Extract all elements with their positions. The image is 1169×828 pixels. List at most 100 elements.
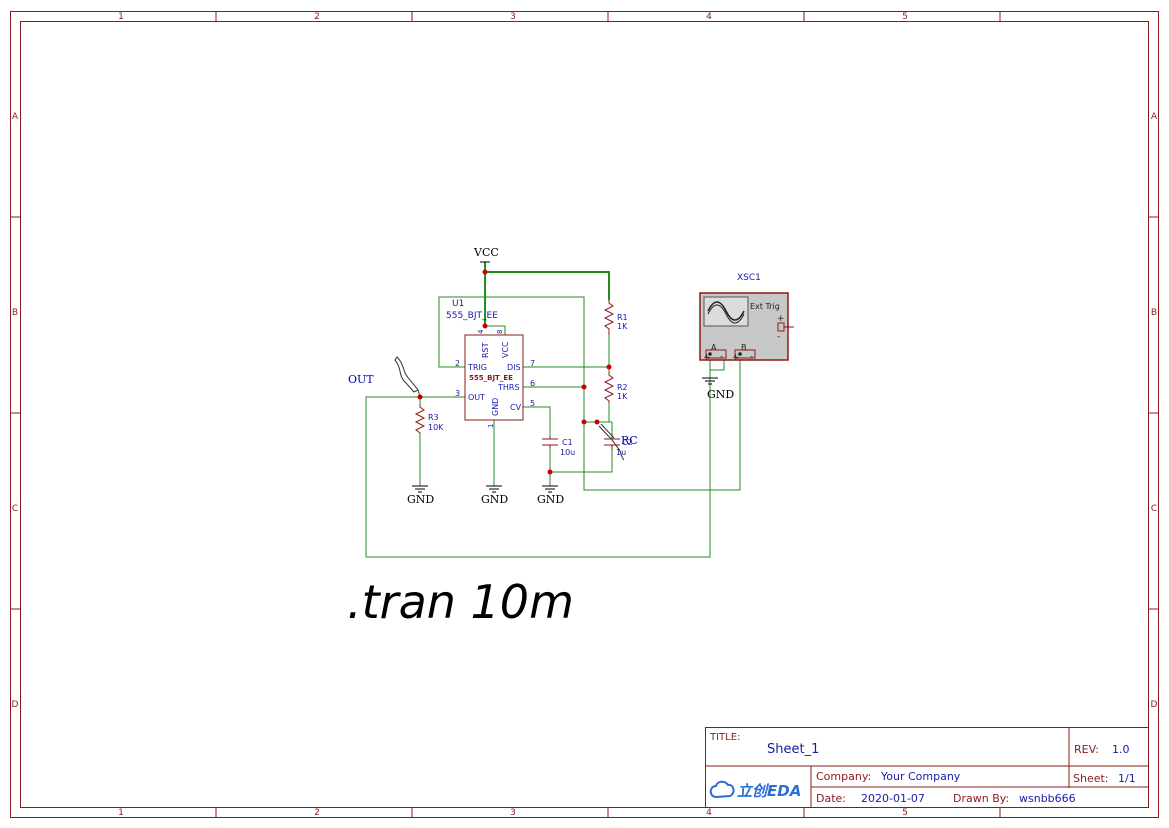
gnd-symbol-c1[interactable]: GND	[537, 485, 564, 506]
u1-pin-number-4: 4	[477, 329, 485, 334]
wire-cv[interactable]	[523, 406, 551, 436]
title-block-text: TITLE: Sheet_1 REV: 1.0 Company: Your Co…	[709, 732, 1136, 805]
junction-vcc	[482, 269, 488, 275]
title-label: TITLE:	[709, 732, 740, 743]
u1-pin-dis: DIS	[507, 363, 521, 372]
u1-pin-gnd: GND	[491, 398, 500, 416]
sheet-value[interactable]: 1/1	[1118, 772, 1136, 785]
r3-designator: R3	[428, 413, 439, 422]
row-label-a-left: A	[12, 112, 19, 122]
u1-inner-label: 555_BJT_EE	[469, 374, 513, 382]
gnd-symbol-r3[interactable]: GND	[407, 485, 434, 506]
wire-scope-gnd[interactable]	[709, 358, 725, 378]
resistor-r3[interactable]: R3 10K	[414, 404, 444, 434]
title-value[interactable]: Sheet_1	[767, 742, 819, 757]
row-label-d-right: D	[1151, 700, 1158, 710]
scope-ext-trig-label: Ext Trig	[750, 302, 780, 311]
row-label-b-left: B	[12, 308, 18, 318]
row-label-a-right: A	[1151, 112, 1158, 122]
u1-designator: U1	[452, 299, 464, 309]
eda-logo: 立创EDA	[709, 780, 801, 800]
scope-screen	[703, 296, 749, 327]
title-block	[705, 727, 1149, 808]
junction-thrs	[581, 384, 587, 390]
u1-pin-number-7: 7	[530, 359, 535, 368]
gnd-label-c1: GND	[537, 493, 564, 506]
wires	[365, 262, 741, 558]
gnd-symbol-scope[interactable]: GND	[702, 377, 734, 401]
u1-pin-cv: CV	[510, 403, 522, 412]
capacitor-c1[interactable]: C1 10u	[542, 436, 575, 457]
u1-pin-number-2: 2	[455, 359, 460, 368]
probe-rc[interactable]: RC	[598, 423, 638, 461]
junction-rst	[482, 323, 488, 329]
scope-channel-a: A	[711, 343, 717, 352]
col-label-4-top: 4	[706, 12, 712, 22]
wire-vcc-bus[interactable]	[484, 271, 610, 300]
r1-value: 1K	[617, 322, 628, 331]
u1-part-name: 555_BJT_EE	[446, 311, 498, 321]
resistor-r1[interactable]: R1 1K	[603, 300, 628, 335]
net-label-rc: RC	[621, 434, 638, 447]
u1-pin-out: OUT	[468, 393, 485, 402]
u1-pin-rst: RST	[481, 342, 490, 358]
junction-c1-bottom	[547, 469, 553, 475]
c2-designator: C2	[622, 438, 633, 447]
scope-b-minus: -	[750, 352, 753, 362]
junction-rc-right	[594, 419, 600, 425]
probe-out[interactable]: OUT	[348, 356, 421, 398]
date-label: Date:	[816, 792, 846, 805]
u1-pin-vcc: VCC	[501, 341, 510, 358]
row-label-c-right: C	[1151, 504, 1157, 514]
col-label-3-top: 3	[510, 12, 516, 22]
oscilloscope-xsc1[interactable]: XSC1 Ext Trig + - A B + - + -	[699, 273, 794, 363]
c1-value: 10u	[560, 448, 575, 457]
gnd-symbol-u1[interactable]: GND	[481, 485, 508, 506]
col-label-5-top: 5	[902, 12, 908, 22]
scope-designator: XSC1	[737, 273, 761, 283]
scope-ext-minus: -	[777, 332, 780, 342]
scope-channel-b: B	[741, 343, 747, 352]
col-label-2-bottom: 2	[314, 808, 320, 818]
gnd-label-u1: GND	[481, 493, 508, 506]
spice-directive[interactable]: .tran 10m	[347, 575, 574, 629]
u1-pin-number-8: 8	[496, 330, 504, 334]
company-value[interactable]: Your Company	[880, 770, 961, 783]
col-label-1-bottom: 1	[118, 808, 124, 818]
r2-value: 1K	[617, 392, 628, 401]
junction-dis	[606, 364, 612, 370]
rev-value[interactable]: 1.0	[1112, 743, 1130, 756]
scope-ext-plus: +	[777, 314, 785, 324]
sheet-label: Sheet:	[1073, 772, 1109, 785]
col-label-2-top: 2	[314, 12, 320, 22]
u1-pin-number-5: 5	[530, 399, 535, 408]
wire-out-to-scope-a[interactable]	[365, 358, 711, 558]
logo-text: 立创EDA	[737, 782, 801, 800]
net-label-out: OUT	[348, 373, 374, 386]
wire-rst-vcc-pins[interactable]	[485, 325, 506, 335]
r2-designator: R2	[617, 383, 628, 392]
sine-wave-icon	[707, 301, 745, 321]
wire-c2-bottom[interactable]	[550, 450, 613, 473]
resistor-r2[interactable]: R2 1K	[603, 372, 628, 403]
r3-value: 10K	[428, 423, 444, 432]
vcc-power-symbol[interactable]: VCC	[473, 246, 499, 263]
gnd-label-r3: GND	[407, 493, 434, 506]
u1-pin-thrs: THRS	[497, 383, 520, 392]
gnd-label-scope: GND	[707, 388, 734, 401]
date-value[interactable]: 2020-01-07	[861, 792, 925, 805]
wire-trig-loop[interactable]	[438, 296, 741, 491]
cloud-logo-icon	[709, 780, 735, 799]
u1-pin-number-6: 6	[530, 379, 535, 388]
u1-555-timer[interactable]: U1 555_BJT_EE 555_BJT_EE RST VCC TRIG OU…	[446, 299, 535, 428]
col-label-4-bottom: 4	[706, 808, 712, 818]
row-label-b-right: B	[1151, 308, 1157, 318]
drawn-by-label: Drawn By:	[953, 792, 1009, 805]
u1-pin-number-1: 1	[487, 424, 495, 428]
r1-designator: R1	[617, 313, 628, 322]
scope-a-minus: -	[720, 352, 723, 362]
frame-labels: 1 2 3 4 5 1 2 3 4 5 A B C D A B C D	[12, 12, 1158, 818]
drawn-by-value[interactable]: wsnbb666	[1019, 792, 1076, 805]
company-label: Company:	[816, 770, 871, 783]
col-label-1-top: 1	[118, 12, 124, 22]
